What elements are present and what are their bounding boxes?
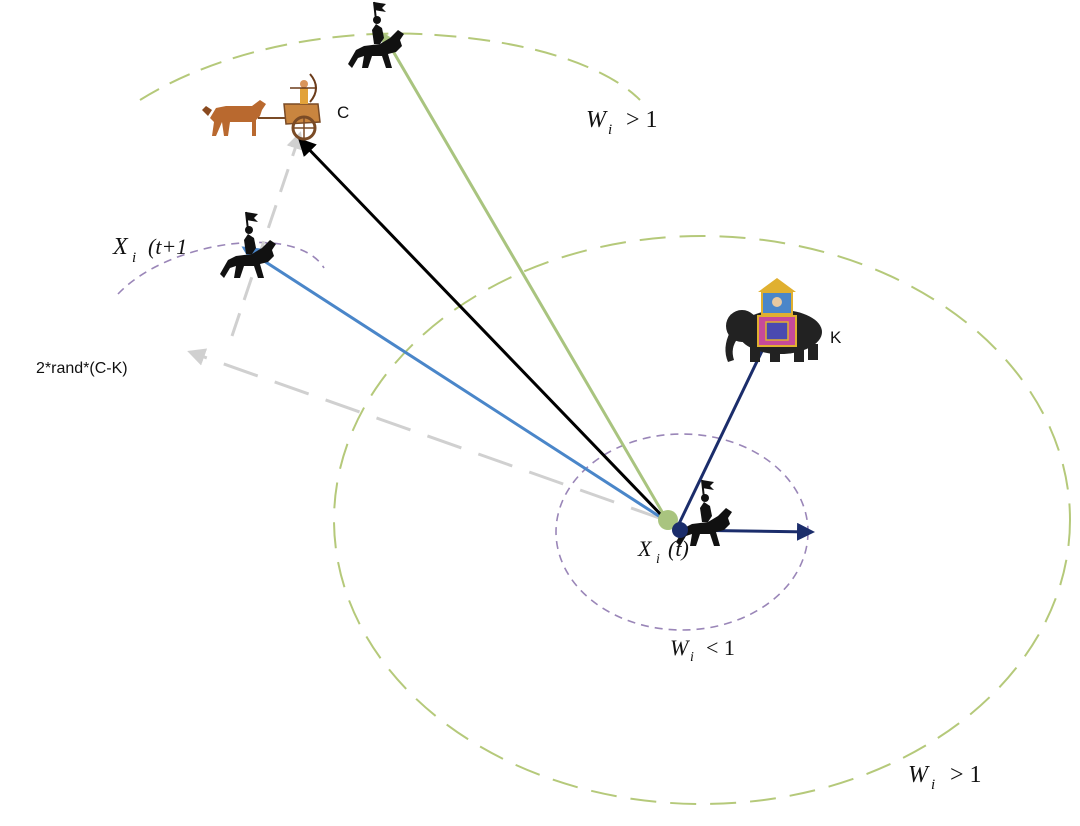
horseman-next-icon (219, 211, 277, 279)
weight-label-bottom: W i > 1 (908, 762, 982, 793)
weight-label-top: W i > 1 (586, 107, 658, 138)
elephant-king-icon (725, 278, 822, 362)
current-position-marker-inner (672, 522, 688, 538)
rand-expression-label: 2*rand*(C-K) (36, 360, 128, 377)
outer-boundary-bottom (333, 235, 1071, 805)
gray-arrow-to-rand (187, 348, 666, 522)
black-arrow-to-chariot (297, 137, 670, 524)
green-arrow-to-top-rider (381, 31, 670, 523)
blue-arrow-to-next-position (241, 246, 669, 524)
chariot-label-c: C (337, 103, 349, 122)
weight-label-inner: W i < 1 (670, 635, 735, 665)
chariot-archer-icon (202, 73, 321, 141)
current-position-label: X i (t) (637, 536, 689, 567)
next-position-label: X i (t+1 (112, 234, 187, 266)
outer-boundary-top (139, 32, 641, 101)
gray-arrow-rand-to-chariot (230, 131, 304, 337)
king-label-k: K (830, 328, 842, 347)
current-position-marker-outer (658, 510, 678, 530)
